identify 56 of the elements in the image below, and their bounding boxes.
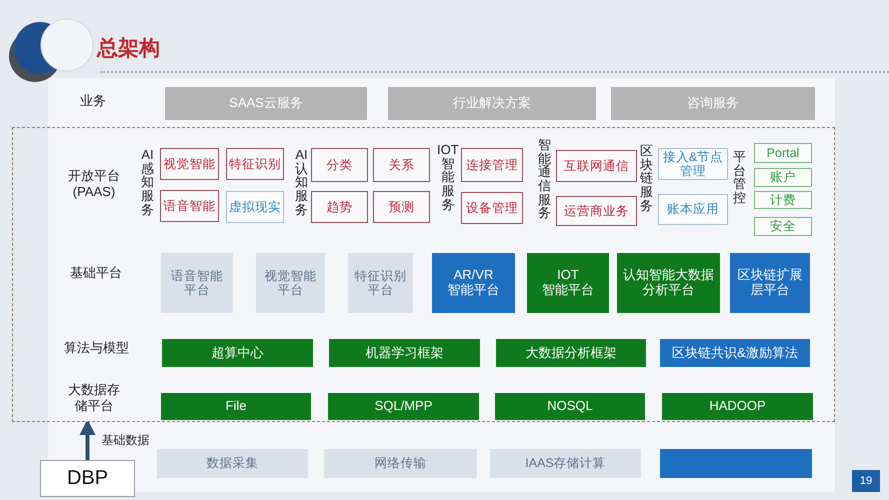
platform-box: 语音智能平台 — [161, 253, 233, 313]
platform-box: 区块链共识&激励算法 — [660, 339, 810, 367]
module-box: 趋势 — [311, 191, 368, 223]
platform-box: IAAS存储计算 — [490, 449, 641, 478]
platform-box — [660, 449, 812, 478]
dbp-box: DBP — [40, 460, 135, 497]
platform-box: 特征识别平台 — [348, 253, 413, 313]
group-label: AI认知服务 — [295, 148, 308, 216]
platform-box: SQL/MPP — [328, 393, 479, 420]
service-box: 咨询服务 — [611, 87, 815, 120]
platform-box: 数据采集 — [157, 449, 308, 478]
group-label: IOT智能服务 — [437, 143, 459, 212]
module-box: 安全 — [754, 217, 812, 236]
page-number: 19 — [852, 470, 880, 492]
platform-box: IOT 智能平台 — [527, 253, 609, 313]
module-box: 互联网通信 — [556, 150, 637, 182]
dashed-region — [12, 127, 835, 422]
row-label: 业务 — [80, 93, 106, 109]
row-label: 基础平台 — [70, 265, 122, 281]
platform-box: 网络传输 — [324, 449, 477, 478]
group-label: 区块链服务 — [640, 144, 653, 212]
module-box: 账本应用 — [658, 194, 728, 225]
slide-title: 总架构 — [97, 36, 160, 62]
platform-box: File — [161, 393, 311, 420]
service-box: 行业解决方案 — [388, 87, 596, 120]
platform-box: HADOOP — [662, 393, 813, 420]
platform-box: 视觉智能平台 — [256, 253, 325, 313]
service-box: SAAS云服务 — [165, 87, 367, 120]
module-box: 关系 — [373, 148, 430, 182]
platform-box: 超算中心 — [162, 339, 313, 367]
module-box: 账户 — [754, 168, 812, 187]
group-label: AI感知服务 — [141, 148, 154, 216]
platform-box: 机器学习框架 — [329, 339, 480, 367]
module-box: 连接管理 — [461, 148, 523, 182]
platform-box: 区块链扩展层平台 — [730, 253, 810, 313]
module-box: 计费 — [754, 191, 812, 209]
module-box: 运营商业务 — [556, 196, 637, 226]
module-box: Portal — [754, 143, 812, 163]
edge-label: 基础数据 — [100, 433, 152, 448]
group-label: 平台管控 — [733, 150, 746, 205]
platform-box: NOSQL — [495, 393, 645, 420]
module-box: 视觉智能 — [160, 148, 219, 180]
platform-box: 认知智能大数据分析平台 — [617, 253, 720, 313]
row-label: 开放平台 (PAAS) — [67, 168, 121, 200]
module-box: 预测 — [373, 191, 430, 223]
module-box: 语音智能 — [160, 190, 219, 222]
module-box: 接入&节点管理 — [658, 148, 728, 180]
row-label: 算法与模型 — [64, 340, 129, 356]
module-box: 分类 — [311, 148, 368, 182]
module-box: 特征识别 — [226, 148, 284, 180]
group-label: 智能通信服务 — [538, 138, 551, 220]
row-label: 大数据存储平台 — [67, 382, 121, 414]
module-box: 设备管理 — [461, 192, 523, 224]
platform-box: AR/VR 智能平台 — [432, 253, 515, 313]
module-box: 虚拟现实 — [226, 191, 284, 223]
platform-box: 大数据分析框架 — [496, 339, 646, 367]
